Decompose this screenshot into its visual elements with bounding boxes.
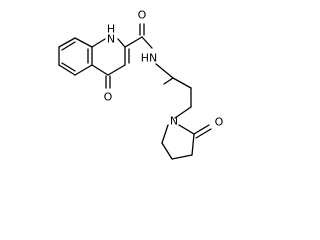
- atom-label-lactam-o: O: [215, 116, 224, 129]
- bond: [91, 38, 106, 48]
- bond: [74, 64, 93, 76]
- bond: [58, 64, 76, 76]
- atom-label-amide-nh: HN: [141, 52, 158, 65]
- atom-label-ring-h: H: [107, 23, 115, 36]
- molecule-diagram: H N O O HN N O: [58, 8, 224, 160]
- bond: [161, 142, 173, 160]
- atom-label-amide-o: O: [138, 9, 147, 22]
- bond: [163, 77, 174, 85]
- bond: [191, 133, 195, 156]
- structure-drawing: H N O O HN N O: [58, 9, 224, 160]
- bond-lines: [58, 23, 212, 160]
- bond-double-inner: [61, 62, 76, 72]
- bond: [58, 37, 76, 48]
- atom-label-ring-n: N: [107, 33, 115, 46]
- atom-label-lactam-n: N: [170, 115, 178, 128]
- bond-double-inner: [61, 41, 76, 51]
- bond: [155, 63, 174, 79]
- bond: [117, 38, 126, 48]
- bond: [172, 77, 192, 89]
- bond: [171, 154, 193, 160]
- bond: [161, 124, 169, 144]
- bond: [91, 64, 109, 76]
- bond-double: [195, 128, 212, 139]
- bond: [141, 36, 153, 49]
- bond: [174, 106, 192, 119]
- bond: [124, 36, 143, 48]
- bond: [178, 124, 195, 135]
- bond-double: [193, 124, 210, 135]
- atom-label-keto-o: O: [104, 91, 113, 104]
- bond: [107, 64, 126, 76]
- bond: [74, 37, 93, 48]
